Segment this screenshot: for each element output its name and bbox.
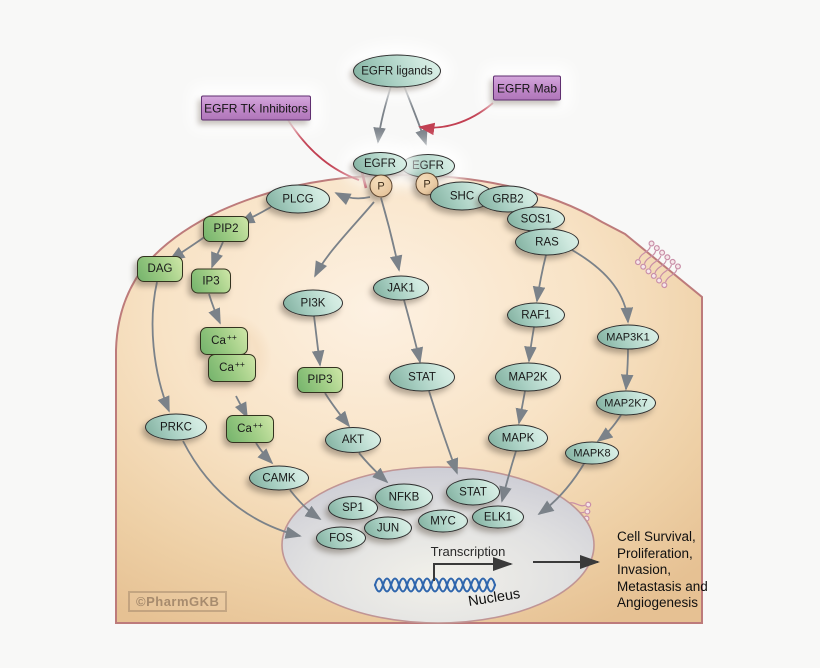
- node-akt[interactable]: AKT: [325, 427, 381, 453]
- node-stat[interactable]: STAT: [389, 362, 455, 392]
- node-myc[interactable]: MYC: [418, 509, 468, 533]
- transcription-arrow: [433, 557, 513, 581]
- node-jun[interactable]: JUN: [364, 516, 412, 540]
- node-sp1[interactable]: SP1: [328, 496, 378, 520]
- tki-inhibitor-box[interactable]: EGFR TK Inhibitors: [201, 95, 311, 121]
- node-mapk[interactable]: MAPK: [488, 424, 548, 452]
- node-nfkb[interactable]: NFKB: [375, 483, 433, 511]
- transcription-arrows: [433, 555, 600, 581]
- mab-inhibitor-box[interactable]: EGFR Mab: [493, 75, 561, 101]
- tki-inhibit-tbar: [360, 171, 368, 189]
- node-egfr-ligands[interactable]: EGFR ligands: [353, 54, 441, 88]
- node-ip3[interactable]: IP3: [191, 268, 231, 294]
- node-plcg[interactable]: PLCG: [266, 184, 330, 214]
- node-map3k1[interactable]: MAP3K1: [597, 324, 659, 350]
- signal-arrows: [151, 85, 634, 539]
- node-sos1[interactable]: SOS1: [507, 206, 565, 232]
- node-ca-1[interactable]: Ca++: [200, 327, 248, 355]
- phospho-p-left[interactable]: P: [369, 174, 393, 198]
- node-fos[interactable]: FOS: [316, 526, 366, 550]
- node-map2k7[interactable]: MAP2K7: [596, 390, 656, 416]
- node-ca-3[interactable]: Ca++: [226, 415, 274, 443]
- node-pi3k[interactable]: PI3K: [283, 289, 343, 317]
- node-stat-nucleus[interactable]: STAT: [446, 478, 500, 506]
- pharmgkb-watermark: ©PharmGKB: [128, 591, 228, 612]
- transcription-label: Transcription: [430, 544, 506, 559]
- node-raf1[interactable]: RAF1: [507, 302, 565, 328]
- node-prkc[interactable]: PRKC: [145, 413, 207, 441]
- node-mapk8[interactable]: MAPK8: [565, 441, 619, 465]
- node-elk1[interactable]: ELK1: [472, 505, 524, 529]
- node-egfr-left[interactable]: EGFR: [353, 152, 407, 176]
- node-dag[interactable]: DAG: [137, 256, 183, 282]
- mab-inhibit-arrow: [418, 102, 494, 136]
- outcome-text: Cell Survival, Proliferation, Invasion, …: [617, 529, 708, 610]
- inhibition-arrows: [287, 102, 494, 189]
- node-pip3[interactable]: PIP3: [297, 367, 343, 393]
- node-map2k[interactable]: MAP2K: [495, 362, 561, 392]
- tki-inhibit-arrow: [287, 119, 360, 181]
- node-pip2[interactable]: PIP2: [203, 216, 249, 242]
- node-ca-2[interactable]: Ca++: [208, 354, 256, 382]
- node-jak1[interactable]: JAK1: [373, 275, 429, 301]
- node-camk[interactable]: CAMK: [249, 465, 309, 491]
- node-ras[interactable]: RAS: [515, 228, 579, 256]
